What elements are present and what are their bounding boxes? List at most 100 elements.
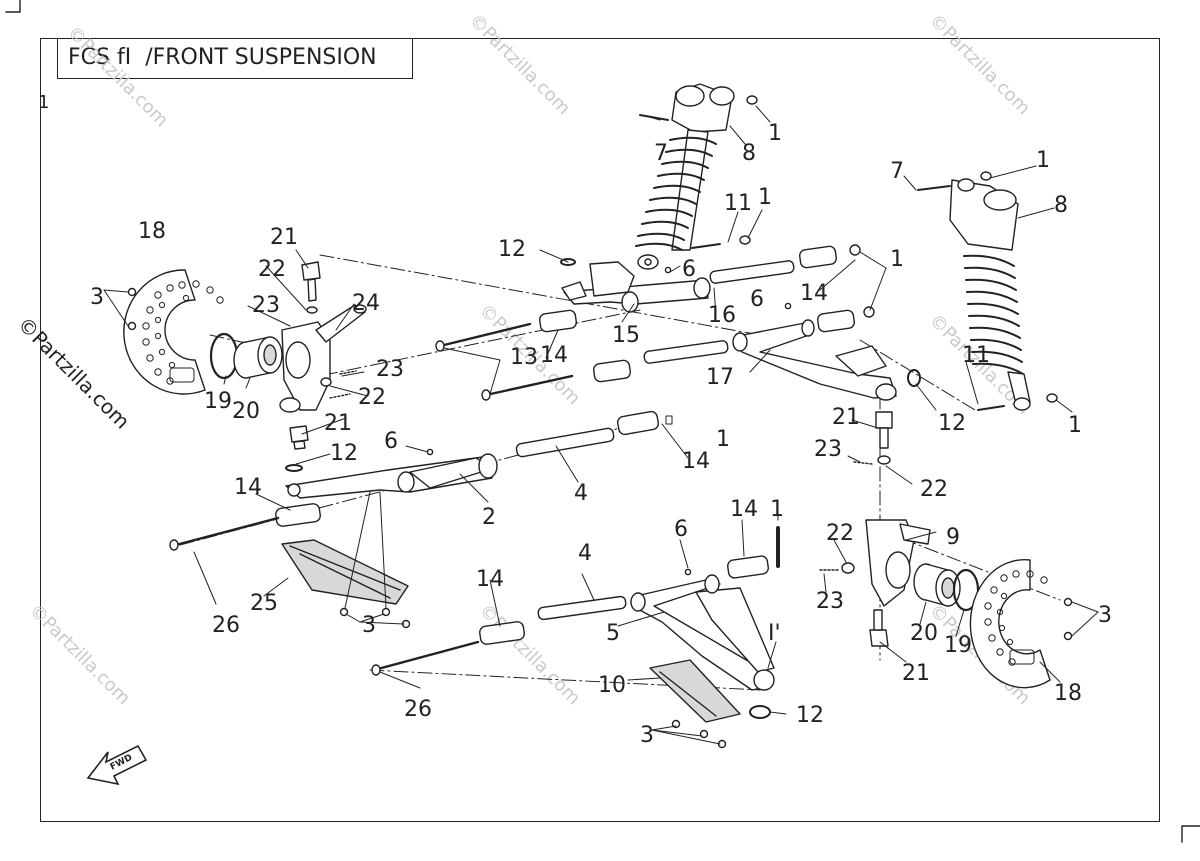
callout-label: 8 [1054, 193, 1068, 218]
bolt-26-head [170, 540, 178, 550]
snap-ring-left [211, 334, 237, 378]
grease-fitting-6 [785, 303, 790, 308]
callout-label: 14 [800, 281, 828, 306]
callout-label: I' [768, 621, 781, 646]
callout-label: 22 [920, 477, 948, 502]
bolt-11 [978, 406, 1004, 410]
callout-label: 14 [476, 567, 504, 592]
nut-1 [864, 307, 874, 317]
callout-label: 12 [330, 441, 358, 466]
callout-label: 1 [716, 427, 730, 452]
callout-label: 4 [578, 541, 592, 566]
nut-1 [747, 96, 757, 104]
callout-label: 3 [362, 613, 376, 638]
callout-label: 14 [540, 343, 568, 368]
callout-label: 12 [938, 411, 966, 436]
callout-label: 6 [750, 287, 764, 312]
wheel-bearing-right [914, 564, 960, 606]
cotter-pin-left [330, 394, 350, 398]
brake-disc-right [970, 560, 1050, 688]
bushing-14 [817, 310, 855, 333]
callout-label: 14 [682, 449, 710, 474]
callout-label: 11 [962, 343, 990, 368]
callout-label: 21 [902, 661, 930, 686]
nut-left [321, 378, 331, 386]
sleeve-4 [516, 428, 615, 458]
grease-fitting-6 [685, 569, 690, 574]
nut-1 [850, 245, 860, 255]
ball-joint-upper-right [876, 412, 892, 464]
bolt-26-head [372, 665, 380, 675]
callout-label: 21 [324, 411, 352, 436]
callout-label: 25 [250, 591, 278, 616]
bolt-7 [640, 115, 668, 120]
sleeve-4 [538, 596, 627, 620]
callout-label: 22 [826, 521, 854, 546]
callout-label: 18 [1054, 681, 1082, 706]
snap-ring-12 [750, 706, 770, 718]
callout-label: 21 [832, 405, 860, 430]
ball-joint-upper-left [302, 262, 320, 313]
bushing-14 [617, 411, 660, 436]
lower-a-arm-left [286, 454, 497, 498]
callout-label: 6 [674, 517, 688, 542]
callout-label: 1 [770, 497, 784, 522]
callout-label: 4 [574, 481, 588, 506]
callout-label: 1 [1036, 148, 1050, 173]
bushing-14 [539, 310, 577, 333]
callout-label: 24 [352, 291, 380, 316]
bolt-13-head [482, 390, 490, 400]
callout-label: 11 [724, 191, 752, 216]
callout-label: 5 [606, 621, 620, 646]
callout-label: 21 [270, 225, 298, 250]
small-mark [666, 416, 672, 424]
callout-label: 19 [944, 633, 972, 658]
callout-label: 7 [890, 159, 904, 184]
bolt-13-head [436, 341, 444, 351]
callout-label: 3 [1098, 603, 1112, 628]
cotter-pin-right [854, 462, 872, 464]
shock-absorber-rear [950, 179, 1030, 410]
ball-joint-lower-right [870, 610, 888, 646]
callout-label: 22 [258, 257, 286, 282]
sleeve-16 [710, 260, 795, 284]
skid-plate-left [282, 540, 408, 604]
nut-22 [842, 563, 854, 573]
callout-label: 22 [358, 385, 386, 410]
callout-label: 14 [730, 497, 758, 522]
callout-label: 7 [654, 141, 668, 166]
callout-label: 8 [742, 141, 756, 166]
callout-label: 1 [890, 247, 904, 272]
callout-label: 12 [796, 703, 824, 728]
wheel-bearing-left [234, 337, 282, 378]
corner-tick [1182, 826, 1200, 842]
callout-label: 6 [682, 257, 696, 282]
callout-label: 23 [252, 293, 280, 318]
callout-label: 1 [758, 185, 772, 210]
bolt-26 [172, 518, 278, 546]
callout-label: 9 [946, 525, 960, 550]
callout-label: 14 [234, 475, 262, 500]
callout-label: 20 [910, 621, 938, 646]
bolt-11 [692, 244, 720, 248]
callout-label: 23 [376, 357, 404, 382]
callout-label: 6 [384, 429, 398, 454]
callout-label: 23 [814, 437, 842, 462]
callout-label: 10 [598, 673, 626, 698]
nut-1 [981, 172, 991, 180]
corner-tick [6, 0, 20, 12]
bolt-26 [374, 642, 478, 670]
snap-ring-12 [908, 370, 920, 386]
bolt-7 [918, 186, 950, 190]
bolt-13 [486, 376, 572, 395]
brake-disc-left [124, 270, 223, 394]
bushing-14 [479, 621, 525, 645]
callout-label: 17 [706, 365, 734, 390]
bushing-14 [799, 246, 837, 269]
callout-label: 15 [612, 323, 640, 348]
callout-label: 3 [90, 285, 104, 310]
callout-label: 1 [768, 121, 782, 146]
upper-a-arm-right [733, 320, 896, 400]
callout-label: 16 [708, 303, 736, 328]
sleeve-16 [644, 340, 729, 364]
